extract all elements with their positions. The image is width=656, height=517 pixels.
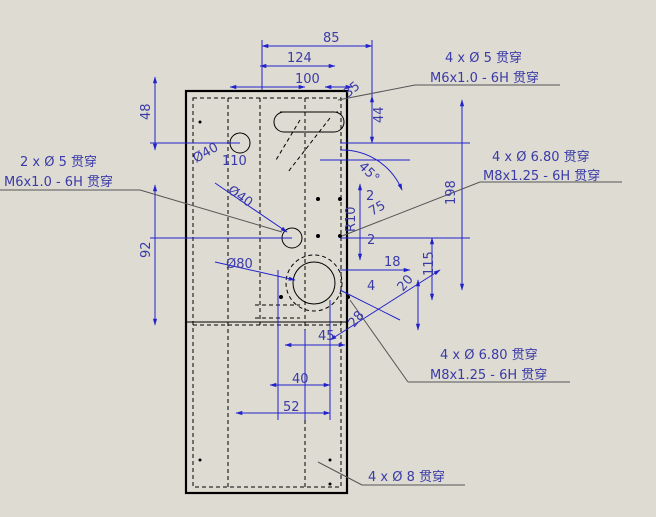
dim-35: 35	[341, 79, 363, 101]
dim-45: 45	[318, 329, 335, 344]
callout-1-line2: M6x1.0 - 6H 贯穿	[430, 70, 539, 86]
dim-20: 20	[395, 272, 417, 294]
dim-124: 124	[287, 51, 312, 66]
dim-18: 18	[384, 255, 401, 270]
dim-92: 92	[139, 241, 154, 258]
dim-115: 115	[422, 251, 437, 276]
dim-phi40-mid: Ø40	[225, 183, 256, 211]
callout-2-line1: 2 x Ø 5 贯穿	[20, 154, 97, 170]
dim-phi80: Ø80	[226, 257, 253, 272]
dim-28: 28	[346, 308, 368, 330]
dim-4: 4	[367, 279, 375, 294]
callout-4-line2: M8x1.25 - 6H 贯穿	[430, 367, 547, 383]
dim-85: 85	[323, 31, 340, 46]
callout-3-line1: 4 x Ø 6.80 贯穿	[492, 149, 590, 165]
dim-48: 48	[139, 103, 154, 120]
hole-callouts: 4 x Ø 5 贯穿 M6x1.0 - 6H 贯穿 2 x Ø 5 贯穿 M6x…	[4, 50, 600, 485]
dim-45-degrees: 45°	[355, 159, 382, 186]
dim-52: 52	[283, 400, 300, 415]
hidden-inner-outline	[192, 97, 342, 488]
callout-4-line1: 4 x Ø 6.80 贯穿	[440, 347, 538, 363]
dim-100: 100	[295, 72, 320, 87]
callout-2-line2: M6x1.0 - 6H 贯穿	[4, 174, 113, 190]
part-geometry	[184, 89, 350, 495]
dim-r10: R10	[344, 206, 359, 232]
dim-40: 40	[292, 372, 309, 387]
dim-phi40-top: Ø40	[191, 140, 222, 166]
dim-110: 110	[222, 154, 247, 169]
dimension-lines	[150, 40, 470, 420]
dim-44: 44	[372, 106, 387, 123]
dim-198: 198	[444, 180, 459, 205]
hole-phi80	[292, 261, 336, 305]
leader-lines	[0, 84, 622, 486]
dim-75: 75	[367, 198, 389, 219]
slot-r10	[273, 111, 345, 133]
callout-1-line1: 4 x Ø 5 贯穿	[445, 50, 522, 66]
dim-2-bottom: 2	[367, 233, 375, 248]
callout-3-line2: M8x1.25 - 6H 贯穿	[483, 168, 600, 184]
callout-5-line1: 4 x Ø 8 贯穿	[368, 469, 445, 485]
dim-2-top: 2	[366, 189, 374, 204]
